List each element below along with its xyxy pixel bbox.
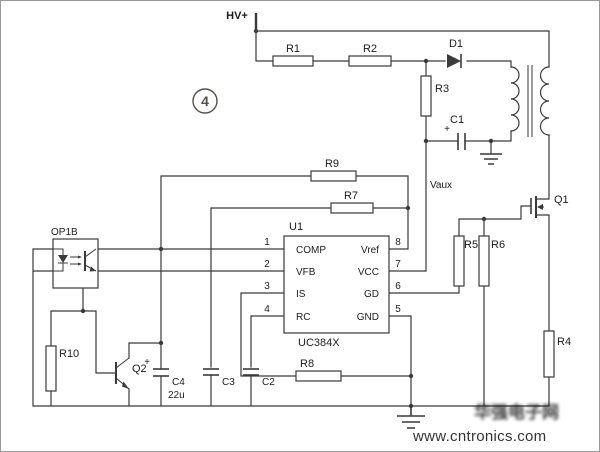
vaux-label: Vaux <box>430 180 452 191</box>
capacitor-c1: C1 + <box>444 114 466 150</box>
r7-label: R7 <box>344 190 358 202</box>
resistor-r2: R2 <box>348 43 392 67</box>
pin-name-vcc: VCC <box>358 267 379 278</box>
op1b-led-icon <box>58 255 68 263</box>
c4-polarity: + <box>144 357 150 368</box>
junction-dots <box>80 28 494 409</box>
pin-number-3: 3 <box>264 281 270 292</box>
ground-icon-main <box>397 406 425 429</box>
c1-polarity: + <box>444 124 450 135</box>
r1-label: R1 <box>286 43 300 55</box>
pin-name-vref: Vref <box>361 245 379 256</box>
ground-icon <box>480 153 502 165</box>
pin-number-8: 8 <box>395 237 401 248</box>
op1b-label: OP1B <box>51 227 78 238</box>
coil-auxiliary <box>510 66 520 132</box>
optocoupler-op1b: OP1B <box>51 227 99 289</box>
c4-value: 22u <box>168 390 185 401</box>
r9-label: R9 <box>325 158 339 170</box>
pin-number-1: 1 <box>264 237 270 248</box>
watermark-site: www.cntronics.com <box>412 428 546 445</box>
pin-name-gnd: GND <box>357 312 379 323</box>
pin-number-4: 4 <box>264 304 270 315</box>
pin-name-gd: GD <box>364 289 379 300</box>
r4-label: R4 <box>557 336 571 348</box>
pin-number-6: 6 <box>395 281 401 292</box>
resistor-r4: R4 <box>543 330 571 378</box>
ic-u1-box <box>283 235 390 334</box>
r8-label: R8 <box>300 358 314 370</box>
pin-number-2: 2 <box>264 259 270 270</box>
transformer <box>510 65 550 137</box>
pin-number-5: 5 <box>395 304 401 315</box>
resistor-r10: R10 <box>45 345 79 392</box>
pin-name-comp: COMP <box>296 245 326 256</box>
capacitor-c2: C2 <box>243 368 275 388</box>
capacitor-c3: C3 <box>203 368 235 388</box>
circuit-number-badge: 4 <box>192 88 218 114</box>
pin-name-is: IS <box>296 289 306 300</box>
resistor-r1: R1 <box>272 43 314 67</box>
ic-designator: U1 <box>289 221 303 233</box>
circuit-number-text: 4 <box>201 93 209 109</box>
hv-label: HV+ <box>226 10 248 22</box>
resistor-r3: R3 <box>420 75 449 117</box>
resistor-r6: R6 <box>478 235 505 287</box>
diode-d1: D1 <box>447 38 463 68</box>
d1-label: D1 <box>449 38 463 50</box>
wires <box>32 28 550 407</box>
mosfet-q1: Q1 <box>530 194 569 218</box>
resistor-r9: R9 <box>310 158 357 182</box>
circuit-number-circle <box>192 88 218 114</box>
watermark-brand: 华强电子网 <box>474 402 559 422</box>
ic-u1: U1 UC384X COMP VFB IS RC Vref VCC GD GND… <box>264 221 401 349</box>
capacitor-c4: + C4 22u <box>144 357 185 401</box>
pin-number-7: 7 <box>395 259 401 270</box>
r2-label: R2 <box>363 43 377 55</box>
resistor-r5: R5 <box>453 235 478 287</box>
coil-primary <box>539 66 550 136</box>
transformer-core <box>527 65 533 137</box>
resistor-r7: R7 <box>330 190 374 214</box>
transistor-q2: Q2 <box>114 357 147 390</box>
resistor-r8: R8 <box>295 358 342 382</box>
ic-part-number: UC384X <box>298 337 340 349</box>
q2-label: Q2 <box>132 363 147 375</box>
r5-label: R5 <box>464 239 478 251</box>
pin-name-rc: RC <box>296 312 310 323</box>
r10-label: R10 <box>59 348 79 360</box>
op1b-led-leads <box>53 248 64 272</box>
r3-label: R3 <box>435 83 449 95</box>
c3-label: C3 <box>222 377 235 388</box>
c2-label: C2 <box>262 377 275 388</box>
pin-name-vfb: VFB <box>296 267 316 278</box>
r6-label: R6 <box>491 239 505 251</box>
q1-label: Q1 <box>554 194 569 206</box>
c4-label: C4 <box>172 377 185 388</box>
c1-label: C1 <box>450 114 464 126</box>
